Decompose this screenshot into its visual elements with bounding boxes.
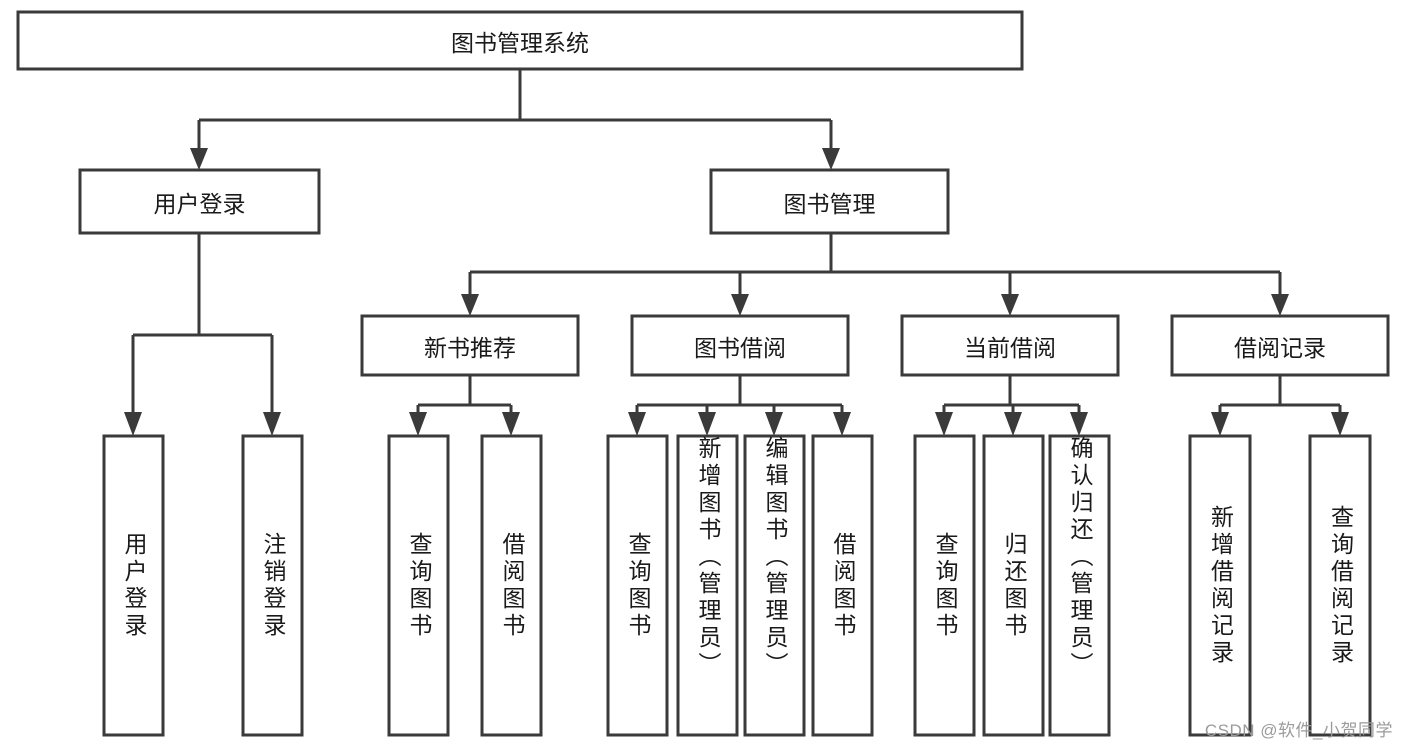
connector-current-borrow-to-leaves bbox=[935, 375, 1088, 436]
node-box-leaf-user-login[interactable] bbox=[102, 434, 165, 737]
connector-borrow-record-to-leaves bbox=[1211, 375, 1349, 436]
node-box-leaf-query-book-borrow[interactable] bbox=[606, 434, 669, 737]
arrow-head-leaf-borrow-book-rec bbox=[502, 412, 520, 436]
arrow-head-leaf-add-borrow-record bbox=[1211, 412, 1229, 436]
node-box-current-borrow[interactable] bbox=[900, 314, 1120, 377]
node-box-leaf-query-book-current[interactable] bbox=[913, 434, 976, 737]
node-box-user-login[interactable] bbox=[78, 168, 321, 235]
node-box-leaf-add-borrow-record[interactable] bbox=[1188, 434, 1252, 737]
node-box-leaf-borrow-book[interactable] bbox=[811, 434, 874, 737]
arrow-head-leaf-confirm-return-admin bbox=[1070, 412, 1088, 436]
node-box-leaf-add-book-admin[interactable] bbox=[676, 434, 739, 737]
arrow-head-book-borrow bbox=[731, 294, 749, 316]
arrow-head-borrow-record bbox=[1271, 294, 1289, 316]
arrow-head-current-borrow bbox=[1001, 294, 1019, 316]
arrow-head-leaf-add-book-admin bbox=[698, 412, 716, 436]
node-box-leaf-confirm-return-admin[interactable] bbox=[1048, 434, 1111, 737]
arrow-head-leaf-query-book-rec bbox=[409, 412, 427, 436]
arrow-head-leaf-edit-book-admin bbox=[765, 412, 783, 436]
connector-root-to-level2 bbox=[190, 69, 840, 170]
connector-book-manage-to-level3 bbox=[461, 233, 1289, 316]
node-box-leaf-query-borrow-record[interactable] bbox=[1308, 434, 1372, 737]
watermark-text: CSDN @软件_小贺同学 bbox=[1204, 721, 1393, 740]
arrow-head-leaf-return-book bbox=[1004, 412, 1022, 436]
arrow-head-new-book-recommend bbox=[461, 294, 479, 316]
node-box-root[interactable] bbox=[16, 10, 1024, 71]
node-box-book-manage[interactable] bbox=[709, 168, 950, 235]
arrow-head-book-manage bbox=[822, 148, 840, 170]
node-box-leaf-borrow-book-rec[interactable] bbox=[480, 434, 543, 737]
arrow-head-leaf-user-login bbox=[124, 412, 142, 436]
arrow-head-user-login bbox=[190, 148, 208, 170]
arrow-head-leaf-query-book-current bbox=[935, 412, 953, 436]
node-box-book-borrow[interactable] bbox=[630, 314, 850, 377]
connector-new-book-recommend-to-leaves bbox=[409, 375, 520, 436]
node-box-new-book-recommend[interactable] bbox=[360, 314, 580, 377]
node-box-leaf-user-logout[interactable] bbox=[241, 434, 304, 737]
arrow-head-leaf-borrow-book bbox=[833, 412, 851, 436]
node-box-borrow-record[interactable] bbox=[1170, 314, 1390, 377]
connector-user-login-to-leaves bbox=[124, 233, 281, 436]
node-box-leaf-edit-book-admin[interactable] bbox=[743, 434, 806, 737]
arrow-head-leaf-user-logout bbox=[263, 412, 281, 436]
node-box-leaf-query-book-rec[interactable] bbox=[387, 434, 450, 737]
arrow-head-leaf-query-borrow-record bbox=[1331, 412, 1349, 436]
arrow-head-leaf-query-book-borrow bbox=[628, 412, 646, 436]
node-box-leaf-return-book[interactable] bbox=[982, 434, 1045, 737]
connector-book-borrow-to-leaves bbox=[628, 375, 851, 436]
